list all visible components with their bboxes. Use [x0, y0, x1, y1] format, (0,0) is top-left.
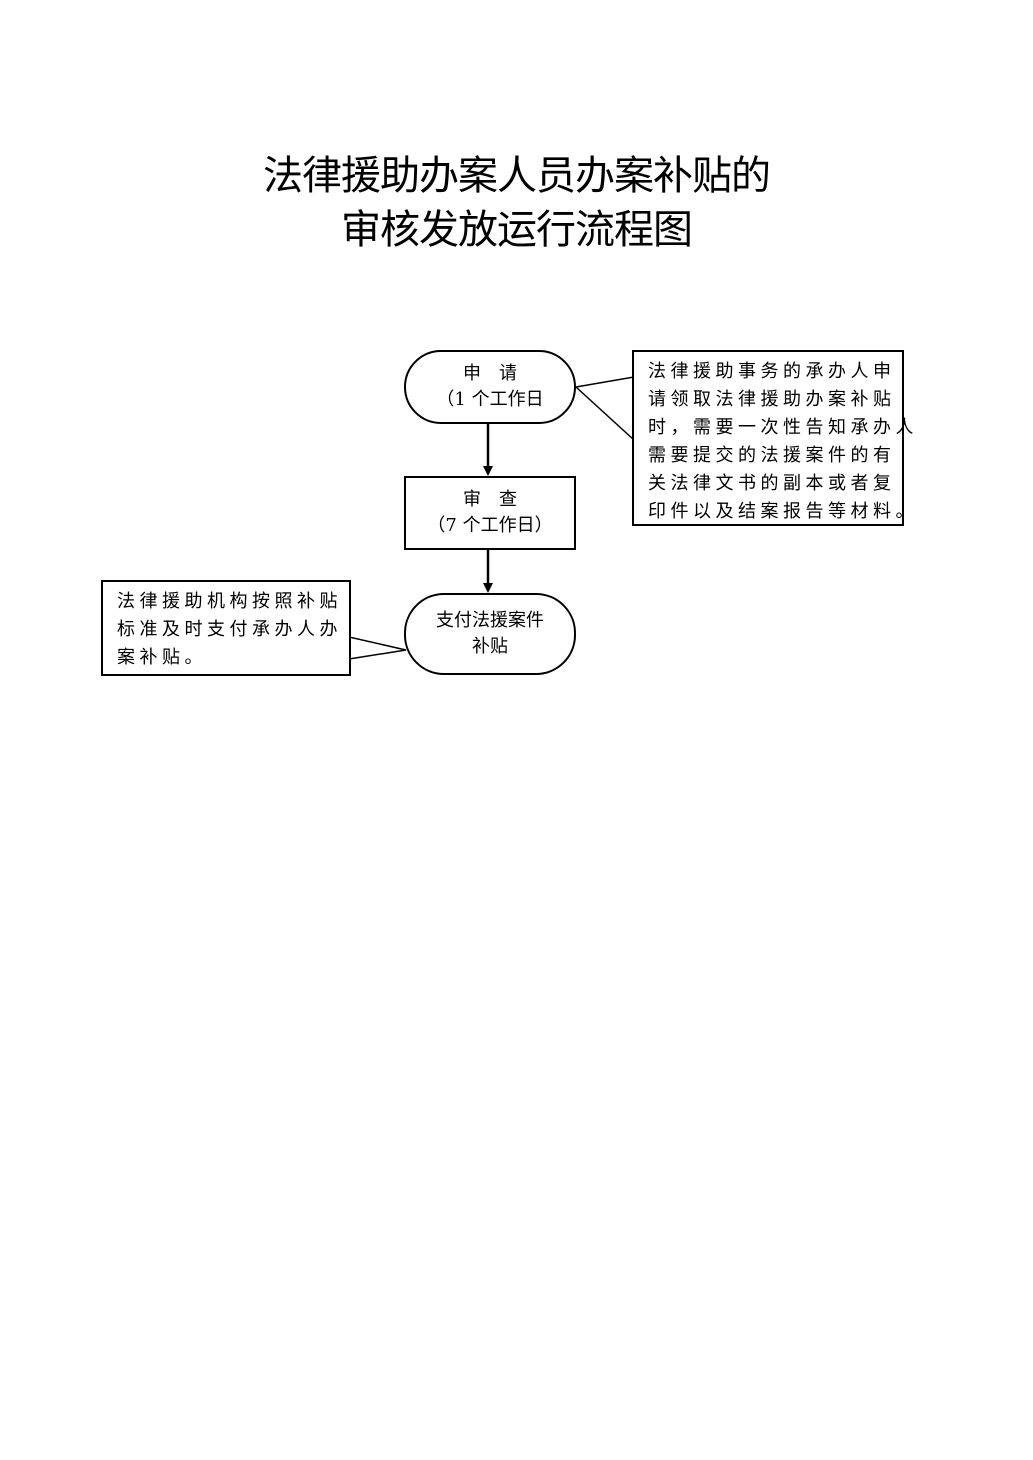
note-line: 关法律文书的副本或者复 [648, 473, 896, 494]
diagram-title-line-2: 审核发放运行流程图 [341, 207, 693, 253]
step-pay-line-2: 补贴 [472, 636, 508, 657]
note-line: 印件以及结案报告等材料。 [648, 501, 918, 522]
step-pay-line-1: 支付法援案件 [436, 610, 544, 631]
note-line: 时，需要一次性告知承办人 [648, 417, 918, 438]
step-pay-subsidy: 支付法援案件 补贴 [404, 593, 576, 675]
step-review-label: 审 查 [463, 489, 517, 510]
note-line: 需要提交的法援案件的有 [648, 445, 896, 466]
callout-note-payment: 法律援助机构按照补贴 标准及时支付承办人办 案补贴。 [101, 580, 351, 676]
step-apply-duration: （1 个工作日 [436, 389, 544, 410]
note-line: 请领取法律援助办案补贴 [648, 389, 896, 410]
step-apply-label: 申 请 [463, 363, 517, 384]
note-line: 案补贴。 [117, 647, 207, 668]
callout-pointer-left [348, 636, 407, 660]
callout-pointer-right [574, 376, 635, 441]
note-line: 法律援助机构按照补贴 [117, 591, 342, 612]
step-review-duration: （7 个工作日） [427, 515, 553, 536]
step-apply: 申 请 （1 个工作日 [404, 350, 576, 424]
callout-note-apply-requirements: 法律援助事务的承办人申 请领取法律援助办案补贴 时，需要一次性告知承办人 需要提… [632, 350, 918, 526]
diagram-title-line-1: 法律援助办案人员办案补贴的 [263, 153, 771, 199]
step-review: 审 查 （7 个工作日） [404, 476, 576, 550]
note-line: 法律援助事务的承办人申 [648, 361, 896, 382]
note-line: 标准及时支付承办人办 [117, 619, 342, 640]
